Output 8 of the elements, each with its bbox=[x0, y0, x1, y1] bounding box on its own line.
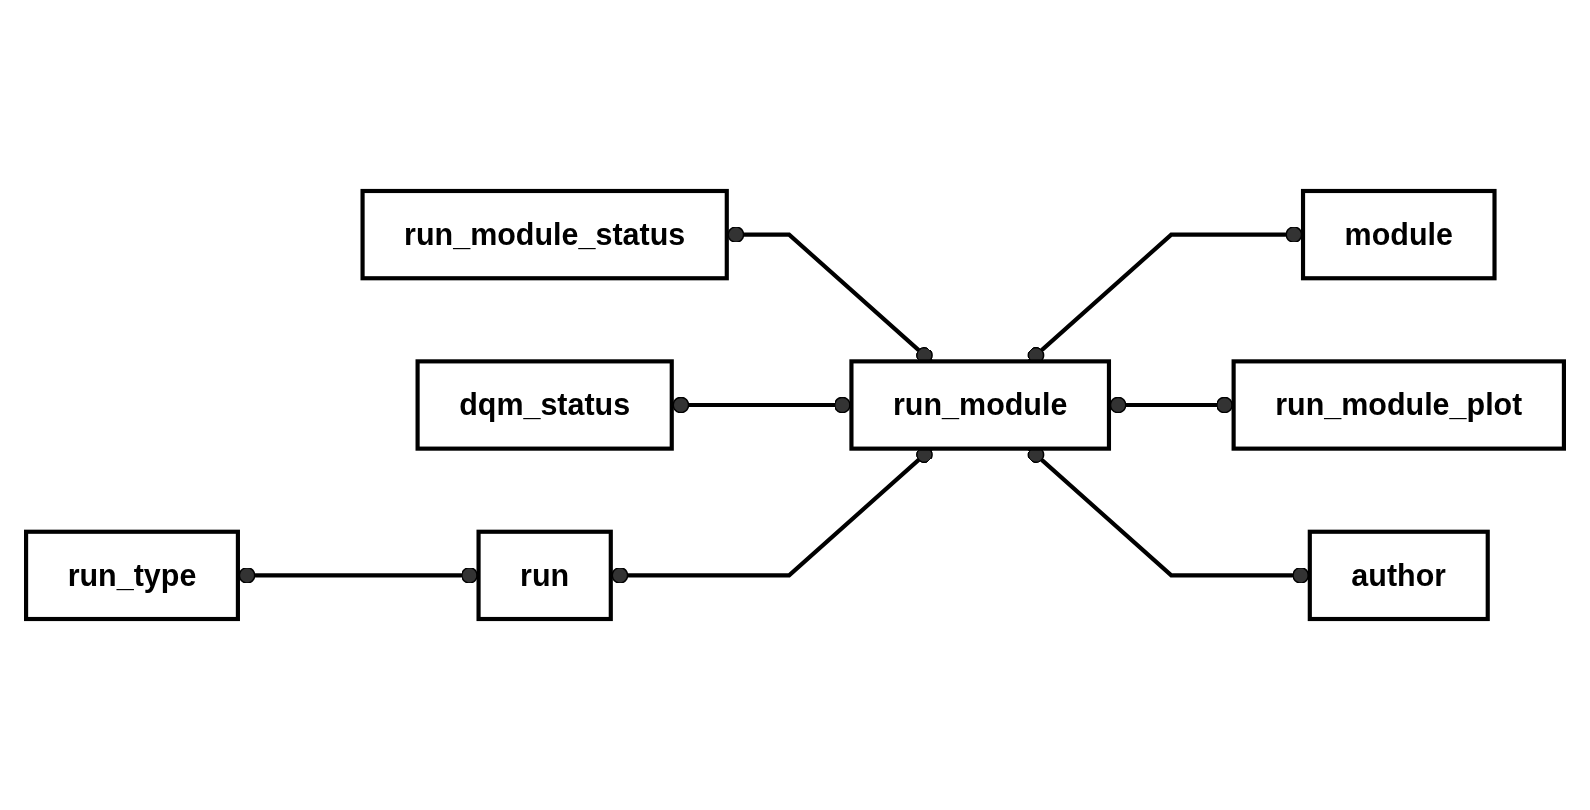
node-box: run bbox=[476, 529, 613, 622]
node-box: run_module bbox=[849, 359, 1112, 451]
node-box: author bbox=[1307, 529, 1490, 622]
node-box: run_module_status bbox=[360, 188, 729, 281]
node-box: run_module_plot bbox=[1231, 359, 1566, 451]
node-box: module bbox=[1300, 188, 1497, 281]
node-box: run_type bbox=[24, 529, 240, 622]
node-box: dqm_status bbox=[415, 359, 674, 451]
